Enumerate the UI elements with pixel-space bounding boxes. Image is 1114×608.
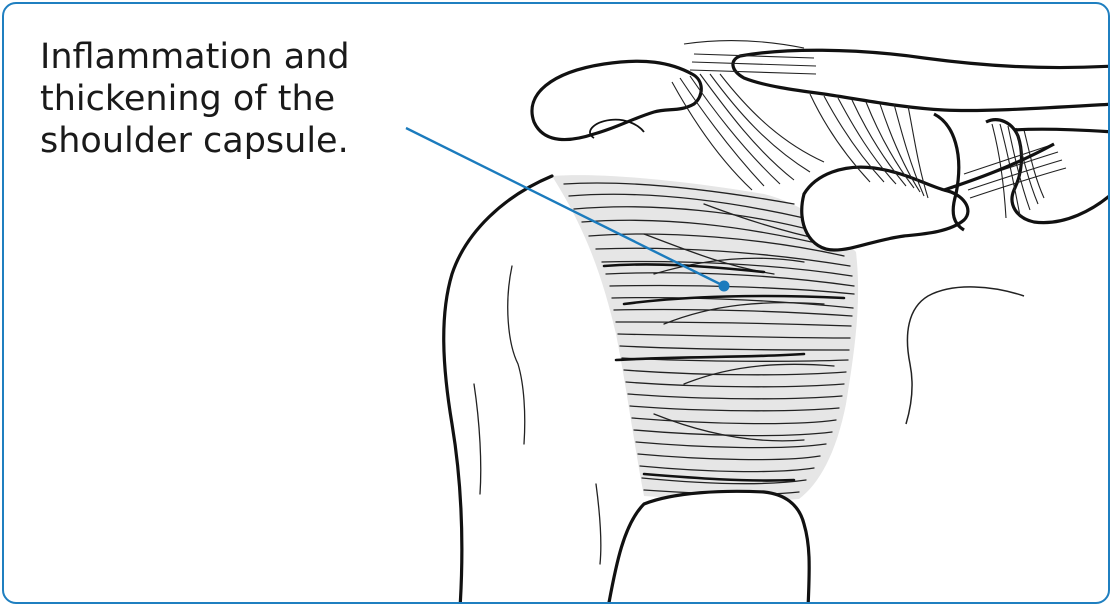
acromion [532, 61, 701, 139]
clavicle [733, 50, 1110, 110]
leader-dot-icon [719, 281, 730, 292]
scapula-contour [906, 287, 1024, 424]
annotation-line-1: Inflammation and [40, 36, 400, 78]
coracoid [802, 167, 968, 250]
annotation-line-2: thickening of the [40, 78, 400, 120]
humerus-outline [444, 176, 552, 604]
annotation-line-3: shoulder capsule. [40, 120, 400, 162]
annotation-label: Inflammation and thickening of the shoul… [40, 36, 400, 162]
